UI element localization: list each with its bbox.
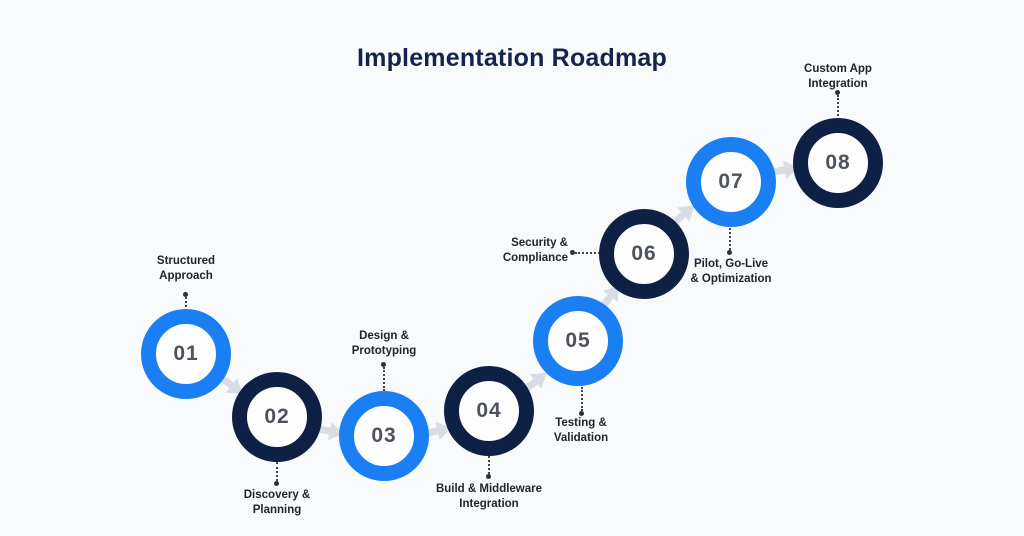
step-number: 02	[264, 405, 290, 428]
step-05-circle: 05	[533, 296, 623, 386]
step-03-label: Design & Prototyping	[351, 330, 417, 357]
connector-line	[181, 292, 190, 311]
step-number: 01	[173, 342, 199, 365]
step-01-circle: 01	[141, 309, 231, 399]
connector-line	[570, 248, 600, 257]
step-number: 03	[371, 424, 397, 447]
step-07-label: Pilot, Go-Live & Optimization	[690, 258, 772, 285]
connector-line	[272, 462, 281, 486]
step-08-label: Custom App Integration	[804, 63, 872, 90]
step-06-label: Security & Compliance	[502, 237, 568, 264]
step-number: 04	[476, 399, 502, 422]
step-02-circle: 02	[232, 372, 322, 462]
step-03-circle: 03	[339, 391, 429, 481]
connector-line	[484, 456, 493, 479]
connector-line	[833, 90, 842, 120]
connector-line	[725, 228, 734, 255]
step-number: 06	[631, 242, 657, 265]
step-01-label: Structured Approach	[156, 255, 216, 282]
step-number: 05	[565, 329, 591, 352]
step-number: 07	[718, 170, 744, 193]
page-title: Implementation Roadmap	[357, 44, 667, 72]
connector-line	[379, 362, 388, 391]
step-07-circle: 07	[686, 137, 776, 227]
step-08-circle: 08	[793, 118, 883, 208]
step-05-label: Testing & Validation	[553, 417, 609, 444]
step-number: 08	[825, 151, 851, 174]
step-02-label: Discovery & Planning	[243, 489, 311, 516]
connector-line	[577, 387, 586, 416]
step-04-label: Build & Middleware Integration	[435, 483, 543, 510]
